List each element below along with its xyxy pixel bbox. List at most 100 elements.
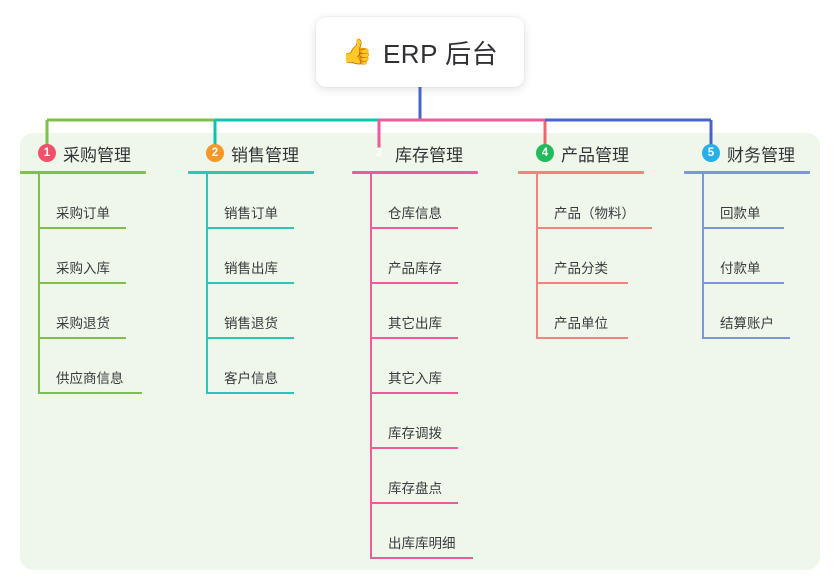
branch-title-3: 库存管理 (395, 145, 463, 165)
branch-item-label: 仓库信息 (388, 206, 442, 221)
branch-item-label: 库存调拨 (388, 426, 442, 441)
branch-badge-4: 4 (536, 144, 554, 162)
branch-item[interactable]: 库存盘点 (352, 449, 478, 504)
branch-header-underline-3 (352, 171, 478, 174)
branch-item[interactable]: 付款单 (684, 229, 810, 284)
branch-spine-4 (536, 174, 538, 339)
branch-title-4: 产品管理 (561, 145, 629, 165)
branch-item-underline (536, 227, 652, 229)
branch-items-2: 销售订单销售出库销售退货客户信息 (188, 174, 314, 394)
branch-item-underline (370, 282, 458, 284)
branch-item-label: 出库库明细 (388, 536, 456, 551)
branch-item-underline (370, 392, 458, 394)
branch-item[interactable]: 客户信息 (188, 339, 314, 394)
branch-column-3: 3 库存管理仓库信息产品库存其它出库其它入库库存调拨库存盘点出库库明细 (352, 140, 478, 559)
branch-item[interactable]: 供应商信息 (20, 339, 146, 394)
branch-item-underline (702, 282, 784, 284)
branch-item[interactable]: 出库库明细 (352, 504, 478, 559)
branch-item-label: 回款单 (720, 206, 761, 221)
branch-header-4[interactable]: 4 产品管理 (518, 140, 644, 166)
branch-item-underline (702, 337, 790, 339)
branch-item[interactable]: 库存调拨 (352, 394, 478, 449)
branches-panel (20, 133, 820, 570)
branch-header-1[interactable]: 1 采购管理 (20, 140, 146, 166)
branch-spine-1 (38, 174, 40, 394)
branch-item-underline (206, 392, 294, 394)
branch-item-label: 其它出库 (388, 316, 442, 331)
branch-item[interactable]: 采购订单 (20, 174, 146, 229)
branch-items-1: 采购订单采购入库采购退货供应商信息 (20, 174, 146, 394)
branch-item-label: 结算账户 (720, 316, 774, 331)
branch-title-1: 采购管理 (63, 145, 131, 165)
branch-item-label: 供应商信息 (56, 371, 124, 386)
branch-item-underline (38, 337, 126, 339)
branch-item[interactable]: 产品分类 (518, 229, 644, 284)
branch-item-underline (536, 282, 628, 284)
branch-item[interactable]: 销售退货 (188, 284, 314, 339)
branch-badge-5: 5 (702, 144, 720, 162)
branch-item-underline (38, 282, 126, 284)
branch-item-underline (370, 557, 473, 559)
branch-item[interactable]: 仓库信息 (352, 174, 478, 229)
branch-item-label: 销售退货 (224, 316, 278, 331)
branch-item-underline (536, 337, 628, 339)
branch-item-label: 产品（物料） (554, 206, 635, 221)
branch-item-label: 产品单位 (554, 316, 608, 331)
branch-item-label: 采购入库 (56, 261, 110, 276)
branch-title-5: 财务管理 (727, 145, 795, 165)
branch-item[interactable]: 产品单位 (518, 284, 644, 339)
branch-badge-1: 1 (38, 144, 56, 162)
branch-item[interactable]: 销售订单 (188, 174, 314, 229)
branch-spine-5 (702, 174, 704, 339)
branch-column-5: 5 财务管理回款单付款单结算账户 (684, 140, 810, 339)
branch-item[interactable]: 结算账户 (684, 284, 810, 339)
branch-item[interactable]: 产品库存 (352, 229, 478, 284)
branch-header-underline-4 (518, 171, 644, 174)
branch-spine-3 (370, 174, 372, 559)
branch-item[interactable]: 其它入库 (352, 339, 478, 394)
branch-header-underline-2 (188, 171, 314, 174)
branch-header-underline-5 (684, 171, 810, 174)
branch-badge-2: 2 (206, 144, 224, 162)
branch-item-label: 其它入库 (388, 371, 442, 386)
branch-item-underline (702, 227, 784, 229)
branch-item-underline (370, 447, 458, 449)
branch-column-4: 4 产品管理产品（物料） 产品分类产品单位 (518, 140, 652, 339)
branch-item[interactable]: 采购退货 (20, 284, 146, 339)
root-node-label: ERP 后台 (382, 38, 499, 69)
branch-item-underline (206, 282, 294, 284)
branch-item[interactable]: 回款单 (684, 174, 810, 229)
branch-item-underline (38, 392, 142, 394)
branch-item-label: 销售出库 (224, 261, 278, 276)
branch-item-underline (206, 337, 294, 339)
branch-item-label: 销售订单 (224, 206, 278, 221)
branch-badge-3: 3 (375, 147, 383, 159)
branch-header-3[interactable]: 3 库存管理 (352, 140, 478, 166)
branch-item-underline (370, 502, 458, 504)
branch-column-2: 2 销售管理销售订单销售出库销售退货客户信息 (188, 140, 314, 394)
branch-item-label: 付款单 (720, 261, 761, 276)
root-node-card[interactable]: 👍 ERP 后台 (316, 17, 524, 87)
branch-item-label: 产品分类 (554, 261, 608, 276)
branch-header-5[interactable]: 5 财务管理 (684, 140, 810, 166)
branch-item-label: 采购订单 (56, 206, 110, 221)
branch-header-2[interactable]: 2 销售管理 (188, 140, 314, 166)
branch-item-label: 产品库存 (388, 261, 442, 276)
branch-item-label: 采购退货 (56, 316, 110, 331)
branch-item[interactable]: 其它出库 (352, 284, 478, 339)
branch-items-3: 仓库信息产品库存其它出库其它入库库存调拨库存盘点出库库明细 (352, 174, 478, 559)
branch-spine-2 (206, 174, 208, 394)
branch-item[interactable]: 产品（物料） (518, 174, 652, 229)
branch-item-underline (38, 227, 126, 229)
branch-item-label: 客户信息 (224, 371, 278, 386)
branch-header-underline-1 (20, 171, 146, 174)
branch-item[interactable]: 采购入库 (20, 229, 146, 284)
branch-item-underline (206, 227, 294, 229)
thumbs-up-icon: 👍 (341, 37, 373, 66)
branch-title-2: 销售管理 (231, 145, 299, 165)
branch-column-1: 1 采购管理采购订单采购入库采购退货供应商信息 (20, 140, 146, 394)
branch-item[interactable]: 销售出库 (188, 229, 314, 284)
branch-item-underline (370, 337, 458, 339)
branch-item-label: 库存盘点 (388, 481, 442, 496)
